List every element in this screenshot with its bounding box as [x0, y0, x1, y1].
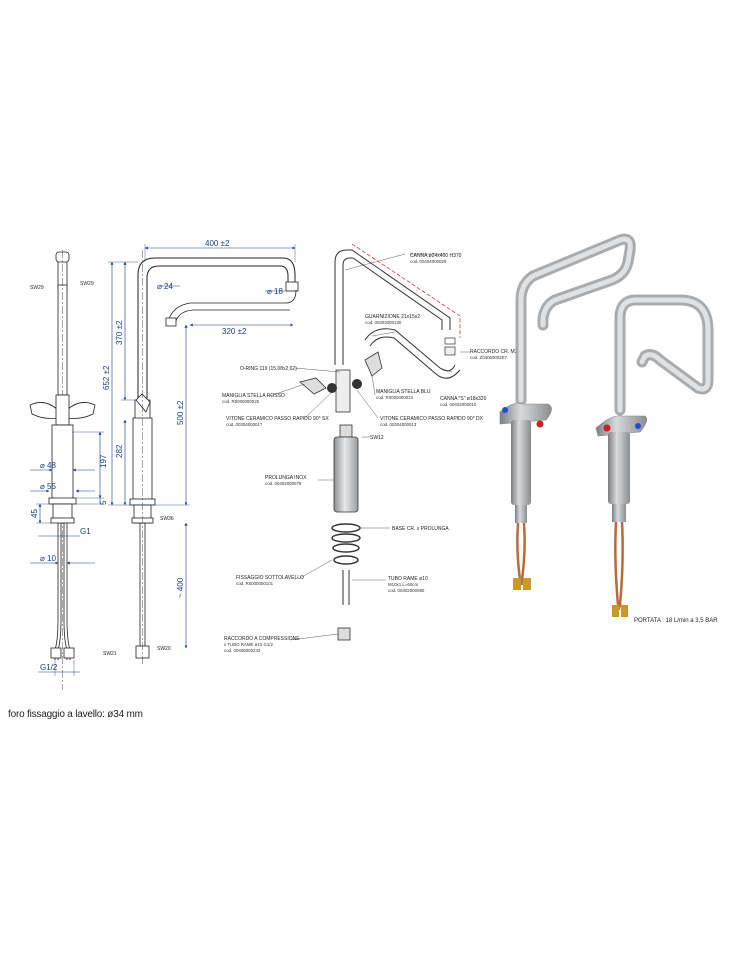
part-maniglia-blu-code: cod. R0000000024	[376, 395, 414, 400]
part-sw12-label: SW12	[370, 435, 384, 441]
part-guarnizione-code: cod. 00303000130	[365, 320, 402, 325]
part-vitone-sx-name: VITONE CERAMICO PASSO RAPIDO 90° SX	[226, 416, 329, 422]
height-400-label: ~ 400	[176, 577, 185, 598]
part-tubo-rame-code: cod. 00402000080	[388, 588, 425, 593]
part-canna-code: cod. 00404000026	[410, 259, 447, 264]
height-197-label: 197	[99, 454, 108, 468]
sw20-label: SW20	[157, 646, 171, 652]
part-oring-name: O-RING 119 (15.08x2,62)	[240, 366, 297, 372]
part-vitone-dx-code: cod. 00304000013	[380, 422, 417, 427]
part-prolunga-code: cod. 00402000079	[265, 481, 302, 486]
thread-g1-label: G1	[80, 527, 91, 536]
faucet-render-right: PORTATA : 18 L/min a 3,5 BAR	[595, 294, 718, 624]
part-fissaggio-code: cod. R0000000101	[236, 581, 274, 586]
part-prolunga-name: PROLUNGA INOX	[265, 475, 307, 481]
faucet-render-left	[499, 233, 636, 590]
part-raccordo-cr-name: RACCORDO CR. M22x1	[470, 349, 526, 355]
part-raccordo-comp-spec: x TUBO RAME ø10 G1/2	[224, 642, 274, 647]
part-vitone-dx-name: VITONE CERAMICO PASSO RAPIDO 90° DX	[380, 416, 484, 422]
sw21-label: SW21	[103, 651, 117, 657]
height-370-label: 370 ±2	[115, 320, 124, 345]
part-maniglia-blu-name: MANIGLIA STELLA BLU	[376, 389, 431, 395]
diameter-18-label: ⌀ 18	[267, 287, 283, 296]
sink-hole-note: foro fissaggio a lavello: ø34 mm	[8, 709, 143, 720]
height-5-label: 5	[99, 500, 108, 505]
part-canna-name: CANNA ø24x400 H370	[410, 253, 462, 259]
diameter-48-label: ⌀ 48	[40, 461, 56, 470]
part-base-name: BASE CR. x PROLUNGA	[392, 526, 449, 532]
side-view: 400 ±2 ⌀ 24 ⌀ 18 320 ±2 370 ±2 652 ±2 50…	[102, 239, 299, 665]
exploded-view: CANNA ø24x400 H370 cod. 00404000026 GUAR…	[222, 243, 526, 653]
part-raccordo-cr-code: cod. Z04060002E7	[470, 355, 508, 360]
diameter-24-label: ⌀ 24	[157, 282, 173, 291]
part-fissaggio-name: FISSAGGIO SOTTOLAVELLO	[236, 575, 304, 581]
part-canna-s-name: CANNA "S" ø18x320	[440, 396, 487, 402]
diameter-10-label: ⌀ 10	[40, 554, 56, 563]
part-raccordo-comp-code: cod. 00406000243	[224, 648, 261, 653]
front-view: ⌀ 48 ⌀ 55 ⌀ 10 197 5 45 G1 G1/2 SW29 SW2…	[29, 250, 117, 690]
part-maniglia-rosso-name: MANIGLIA STELLA ROSSO	[222, 393, 285, 399]
flow-rate-note: PORTATA : 18 L/min a 3,5 BAR	[634, 618, 718, 624]
height-282-label: 282	[115, 444, 124, 458]
part-raccordo-comp-name: RACCORDO A COMPRESSIONE	[224, 636, 300, 642]
thread-g12-label: G1/2	[40, 663, 58, 672]
width-320-label: 320 ±2	[222, 327, 247, 336]
part-tubo-rame-name: TUBO RAME ø10	[388, 576, 428, 582]
part-maniglia-rosso-code: cod. R0000000025	[222, 399, 260, 404]
part-guarnizione-name: GUARNIZIONE 21x15x2	[365, 314, 420, 320]
height-652-label: 652 ±2	[102, 365, 111, 390]
part-canna-s-code: cod. 00402000010	[440, 402, 477, 407]
width-400-label: 400 ±2	[205, 239, 230, 248]
height-45-label: 45	[30, 509, 39, 518]
sw29-right-label: SW29	[80, 281, 94, 287]
part-vitone-sx-code: cod. 00304000017	[226, 422, 263, 427]
height-500-label: 500 ±2	[176, 400, 185, 425]
sw36-label: SW36	[160, 516, 174, 522]
diameter-55-label: ⌀ 55	[40, 482, 56, 491]
part-tubo-rame-spec: M10x1 L=60cm	[388, 582, 418, 587]
sw29-left-label: SW29	[30, 285, 44, 291]
